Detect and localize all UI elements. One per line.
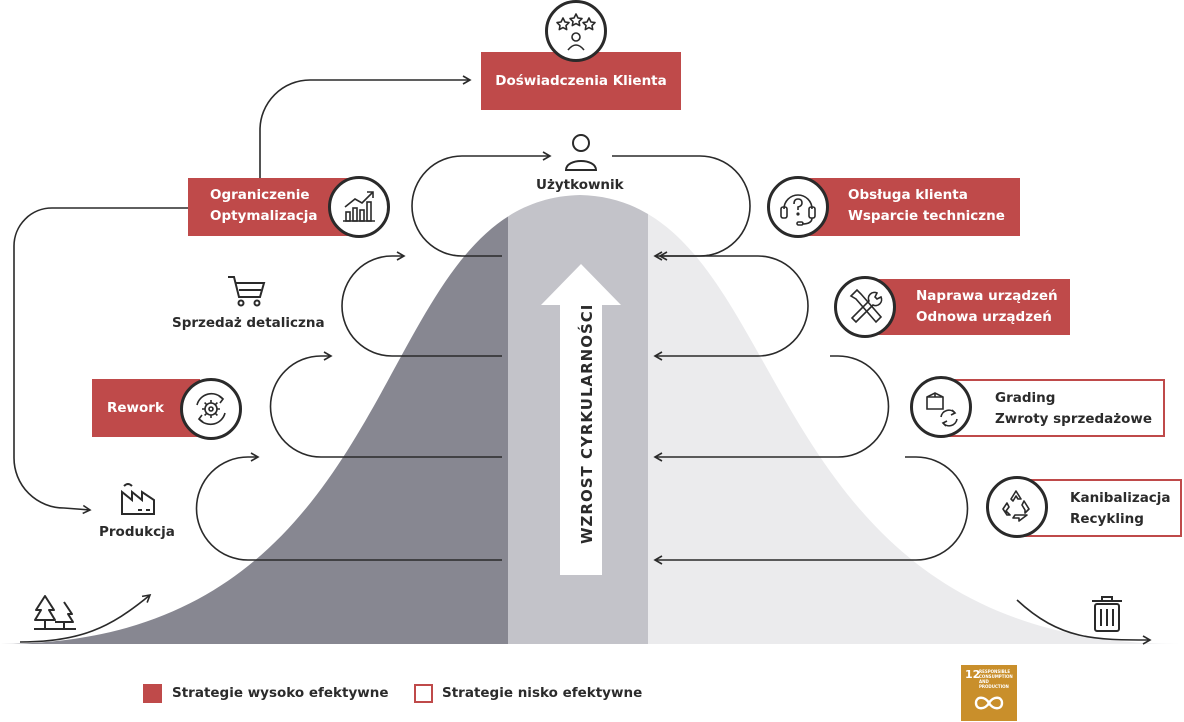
reduction-optimization-box: Ograniczenie Optymalizacja (188, 178, 348, 236)
shopping-cart-icon (228, 276, 266, 307)
returns-circle (910, 376, 972, 438)
user-icon (564, 134, 598, 171)
sdg-number: 12 (965, 668, 981, 681)
legend-filled-swatch (143, 684, 162, 703)
cannibalization-label: Kanibalizacja (1070, 490, 1171, 506)
tools-icon (849, 288, 883, 324)
customer-experience-label: Doświadczenia Klienta (495, 73, 667, 89)
rework-box: Rework (92, 379, 200, 437)
legend-outline-swatch (414, 684, 433, 703)
rework-circle (180, 378, 242, 440)
refurbish-label: Odnowa urządzeń (916, 309, 1052, 325)
recycle-icon (1002, 490, 1030, 522)
customer-service-box: Obsługa klienta Wsparcie techniczne (800, 178, 1020, 236)
headset-icon (780, 194, 816, 226)
recycle-circle (986, 476, 1048, 538)
recycling-label: Recykling (1070, 511, 1144, 527)
repair-box: Naprawa urządzeń Odnowa urządzeń (868, 279, 1070, 335)
user-label: Użytkownik (536, 177, 624, 193)
gear-cycle-icon (196, 392, 226, 426)
chart-circle (328, 176, 390, 238)
repair-label: Naprawa urządzeń (916, 288, 1058, 304)
headset-circle (767, 176, 829, 238)
factory-icon (121, 483, 155, 515)
star-rating-circle (545, 0, 607, 62)
loop-lines (13, 75, 969, 565)
trees-icon (34, 595, 76, 630)
customer-experience-box: Doświadczenia Klienta (481, 52, 681, 110)
star-rating-user-icon (556, 13, 596, 51)
optimization-label: Optymalizacja (210, 208, 318, 224)
grading-box: Grading Zwroty sprzedażowe (943, 379, 1165, 437)
sdg-goal-text: RESPONSIBLE CONSUMPTION AND PRODUCTION (979, 669, 1013, 689)
growth-arrow (541, 264, 621, 575)
circularity-growth-text: WZROST CYRKULARNOŚCI (578, 303, 596, 544)
sales-returns-label: Zwroty sprzedażowe (995, 411, 1153, 427)
infinity-icon (974, 696, 1004, 710)
rising-chart-icon (343, 191, 375, 222)
sdg-12-badge: 12 RESPONSIBLE CONSUMPTION AND PRODUCTIO… (961, 665, 1017, 721)
tools-circle (834, 276, 896, 338)
production-label: Produkcja (99, 524, 175, 540)
legend-low-effective: Strategie nisko efektywne (442, 685, 643, 701)
tech-support-label: Wsparcie techniczne (848, 208, 1005, 224)
legend-high-effective: Strategie wysoko efektywne (172, 685, 389, 701)
trash-bin-icon (1092, 596, 1122, 632)
rework-label: Rework (107, 400, 164, 416)
box-return-icon (926, 392, 958, 427)
reduction-label: Ograniczenie (210, 187, 310, 203)
customer-service-label: Obsługa klienta (848, 187, 968, 203)
retail-sales-label: Sprzedaż detaliczna (172, 315, 325, 331)
grading-label: Grading (995, 390, 1056, 406)
